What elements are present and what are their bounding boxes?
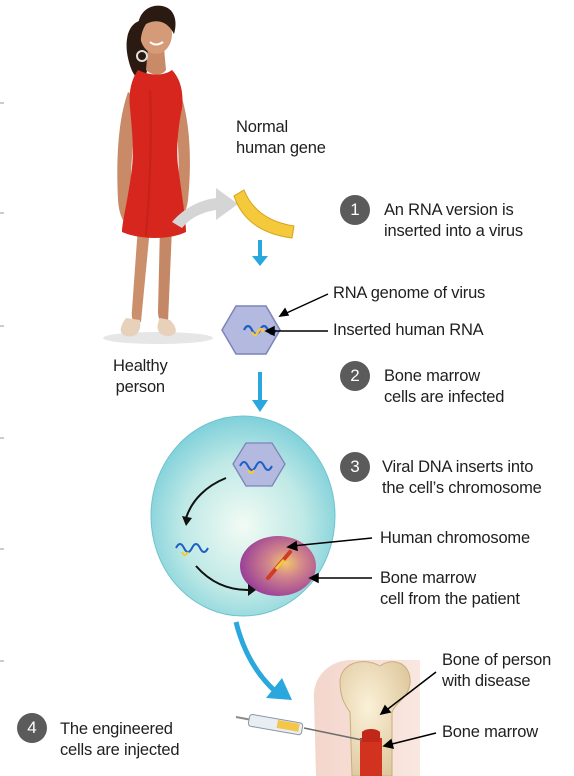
step-1-text: An RNA version is inserted into a virus: [384, 200, 523, 242]
bone-marrow-cell-label-line1: Bone marrow: [380, 569, 476, 587]
step-2-text-line1: Bone marrow: [384, 367, 480, 385]
syringe-icon: [235, 713, 363, 741]
step-4-text-line1: The engineered: [60, 720, 173, 738]
normal-gene-label-line2: human gene: [236, 139, 326, 157]
step-1-text-line1: An RNA version is: [384, 201, 514, 219]
edge-ticks: [0, 102, 4, 662]
step-3-text: Viral DNA inserts into the cell’s chromo…: [382, 457, 542, 499]
healthy-person-illustration: [103, 5, 213, 344]
bone-of-person-label-line2: with disease: [442, 672, 531, 690]
step-4-badge: 4: [17, 713, 47, 743]
healthy-person-label: Healthy person: [113, 356, 168, 398]
flow-arrow-2: [252, 372, 268, 412]
bone-marrow-cell-label-line2: cell from the patient: [380, 590, 520, 608]
bone-pointers: [379, 671, 437, 749]
bone-marrow-cell: [150, 415, 336, 617]
step-3-text-line2: the cell’s chromosome: [382, 479, 542, 497]
step-1-badge: 1: [340, 195, 370, 225]
step-2-badge: 2: [340, 361, 370, 391]
normal-gene-label-line1: Normal: [236, 118, 288, 136]
human-chromosome-label: Human chromosome: [380, 529, 530, 547]
flow-arrow-3: [233, 621, 292, 700]
healthy-person-label-line1: Healthy: [113, 357, 168, 375]
inserted-rna-label: Inserted human RNA: [333, 321, 484, 339]
normal-gene-label: Normal human gene: [236, 117, 326, 159]
flow-arrow-1: [252, 240, 268, 266]
step-2-text-line2: cells are infected: [384, 388, 505, 406]
step-2-text: Bone marrow cells are infected: [384, 366, 504, 408]
healthy-person-label-line2: person: [115, 378, 165, 396]
step-4-text: The engineered cells are injected: [60, 719, 179, 761]
step-3-badge: 3: [340, 452, 370, 482]
person-to-gene-arrow: [172, 188, 238, 228]
step-4-text-line2: cells are injected: [60, 741, 180, 759]
step-1-text-line2: inserted into a virus: [384, 222, 523, 240]
bone-marrow-cell-label: Bone marrow cell from the patient: [380, 568, 520, 610]
virus-icon: [221, 305, 281, 355]
step-3-text-line1: Viral DNA inserts into: [382, 458, 534, 476]
bone-illustration: [313, 660, 420, 776]
bone-of-person-label: Bone of person with disease: [442, 650, 551, 692]
virus-pointers: [264, 293, 329, 337]
rna-genome-label: RNA genome of virus: [333, 284, 486, 302]
bone-of-person-label-line1: Bone of person: [442, 651, 552, 669]
cell-pointers: [286, 537, 373, 584]
human-gene-icon: [233, 189, 295, 239]
bone-marrow-label: Bone marrow: [442, 723, 538, 741]
